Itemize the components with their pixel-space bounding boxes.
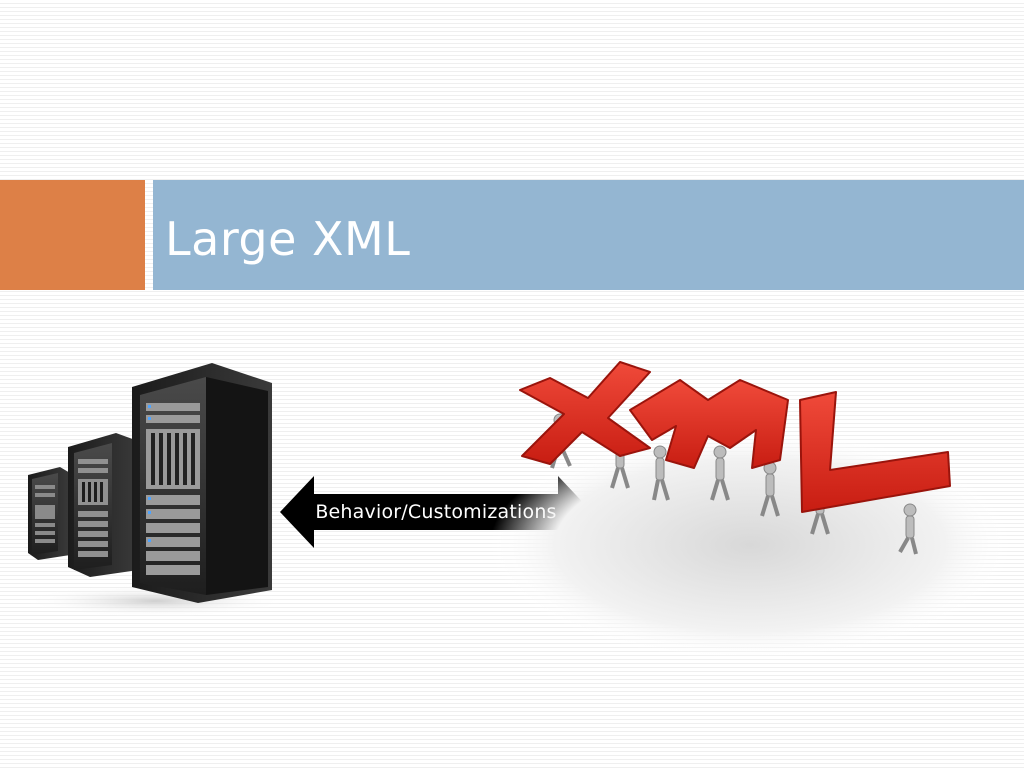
server-rack-large — [132, 363, 272, 603]
arrow-label: Behavior/Customizations — [315, 501, 557, 523]
xml-letters-illustration — [490, 361, 1010, 660]
server-rack-medium — [68, 433, 138, 577]
letter-l — [799, 391, 951, 513]
xml-letters — [519, 361, 951, 513]
letter-x — [519, 361, 651, 465]
slide-title: Large XML — [165, 212, 411, 266]
server-rack-small — [28, 467, 70, 560]
server-racks-illustration — [25, 363, 285, 617]
title-accent-block — [0, 180, 145, 290]
letter-m — [629, 379, 789, 469]
title-bar: Large XML — [153, 180, 1024, 290]
